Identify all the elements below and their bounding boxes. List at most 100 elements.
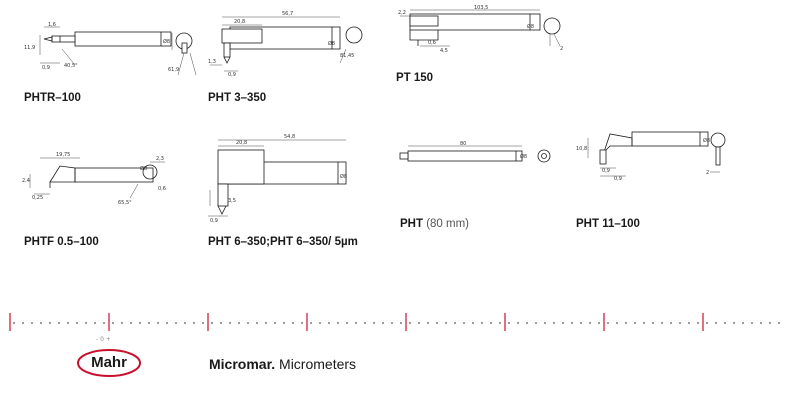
dim-label: 0,6 [158,186,166,192]
scale-minor-dot [166,322,168,324]
dim-label: Ø8 [140,165,147,172]
scale-minor-dot [553,322,555,324]
scale-minor-dot [589,322,591,324]
scale-minor-dot [472,322,474,324]
scale-minor-dot [724,322,726,324]
scale-minor-dot [274,322,276,324]
scale-minor-dot [643,322,645,324]
logo-text: Mahr [91,354,127,371]
scale-minor-dot [310,322,312,324]
probe-caption: PT 150 [396,72,434,84]
scale-minor-dot [580,322,582,324]
dim-label: 40,5° [64,63,78,69]
scale-minor-dot [58,322,60,324]
probe-drawing-pht-3-350: 56,7 20,8 Ø8 1,3 0,9 81,45 [200,5,370,85]
scale-minor-dot [130,322,132,324]
probe-caption: PHT 11–100 [576,218,640,230]
dim-label: 54,8 [284,134,295,140]
scale-minor-dot [517,322,519,324]
probe-caption: PHT 3–350 [208,92,267,104]
scale-minor-dot [265,322,267,324]
probe-name-suffix: (80 mm) [426,218,470,230]
scale-minor-dot [409,322,411,324]
scale-minor-dot [661,322,663,324]
dim-label: 3,5 [228,198,236,204]
scale-label: - 0 + [96,336,111,343]
scale-minor-dot [283,322,285,324]
dim-label: 2 [560,46,563,52]
scale-minor-dot [31,322,33,324]
technical-drawing: 56,7 20,8 Ø8 1,3 0,9 81,45 [208,11,363,78]
dim-label: 0,9 [210,218,218,224]
scale-minor-dot [598,322,600,324]
dim-label: 80 [460,141,466,147]
dim-label: 2 [706,170,709,176]
scale-minor-dot [139,322,141,324]
scale-minor-dot [247,322,249,324]
scale-minor-dot [211,322,213,324]
scale-minor-dot [634,322,636,324]
probe-caption: PHTR–100 [24,92,81,104]
scale-minor-dot [40,322,42,324]
scale-minor-dot [445,322,447,324]
probe-caption: PHT (80 mm) [400,218,469,230]
scale-minor-dot [751,322,753,324]
scale-minor-dot [418,322,420,324]
scale-minor-dot [112,322,114,324]
scale-ticks [9,313,780,331]
probe-caption: PHT 6–350;PHT 6–350/ 5µm [208,236,358,248]
scale-minor-dot [508,322,510,324]
dim-label: Ø8 [328,40,335,47]
scale-minor-dot [184,322,186,324]
logo-ellipse [77,349,141,377]
scale-minor-dot [760,322,762,324]
scale-minor-dot [22,322,24,324]
scale-minor-dot [373,322,375,324]
scale-minor-dot [202,322,204,324]
scale-minor-dot [301,322,303,324]
technical-drawing: 10,8 0,9 0,9 Ø8 2 [576,131,726,182]
probe-drawing-pht-6-350: 54,8 20,8 Ø8 3,5 0,9 [200,132,360,224]
dim-label: 11,9 [24,45,35,51]
scale-minor-dot [355,322,357,324]
probe-drawing-phtf-05-100: 19,75 2,4 0,25 Ø8 2,3 0,6 65,5° [20,148,190,210]
probe-drawing-pht-80: 80 Ø8 [392,138,562,174]
scale-minor-dot [121,322,123,324]
dim-label: 0,9 [42,65,50,71]
scale-minor-dot [436,322,438,324]
scale-minor-dot [697,322,699,324]
dim-label: 4,5 [440,48,448,54]
dim-label: 103,5 [474,5,488,11]
technical-drawing: 19,75 2,4 0,25 Ø8 2,3 0,6 65,5° [22,152,166,206]
scale-minor-dot [715,322,717,324]
scale-minor-dot [328,322,330,324]
dim-label: 20,8 [236,140,247,146]
dim-label: 2,2 [398,10,406,16]
scale-minor-dot [292,322,294,324]
scale-minor-dot [688,322,690,324]
scale-minor-dot [742,322,744,324]
dim-label: 0,6 [428,40,436,46]
scale-minor-dot [238,322,240,324]
technical-drawing: 54,8 20,8 Ø8 3,5 0,9 [208,134,347,224]
dim-label: 0,9 [614,176,622,182]
probe-caption: PHTF 0.5–100 [24,236,99,248]
scale-minor-dot [319,322,321,324]
probe-drawing-pt-150: 103,5 2,2 0,6 4,5 Ø8 2 [390,2,570,72]
dim-label: 20,8 [234,19,245,25]
footer-title: Micromar. Micrometers [209,356,356,372]
dim-label: 56,7 [282,11,293,17]
scale-minor-dot [94,322,96,324]
scale-minor-dot [400,322,402,324]
dim-label: 65,5° [118,200,132,206]
scale-minor-dot [652,322,654,324]
technical-drawing: 80 Ø8 [399,141,551,163]
dim-label: 1,3 [208,59,216,65]
dim-label: 2,3 [156,156,164,162]
scale-minor-dot [148,322,150,324]
scale-minor-dot [103,322,105,324]
dim-label: Ø8 [163,38,170,45]
scale-minor-dot [706,322,708,324]
scale-minor-dot [769,322,771,324]
scale-minor-dot [427,322,429,324]
